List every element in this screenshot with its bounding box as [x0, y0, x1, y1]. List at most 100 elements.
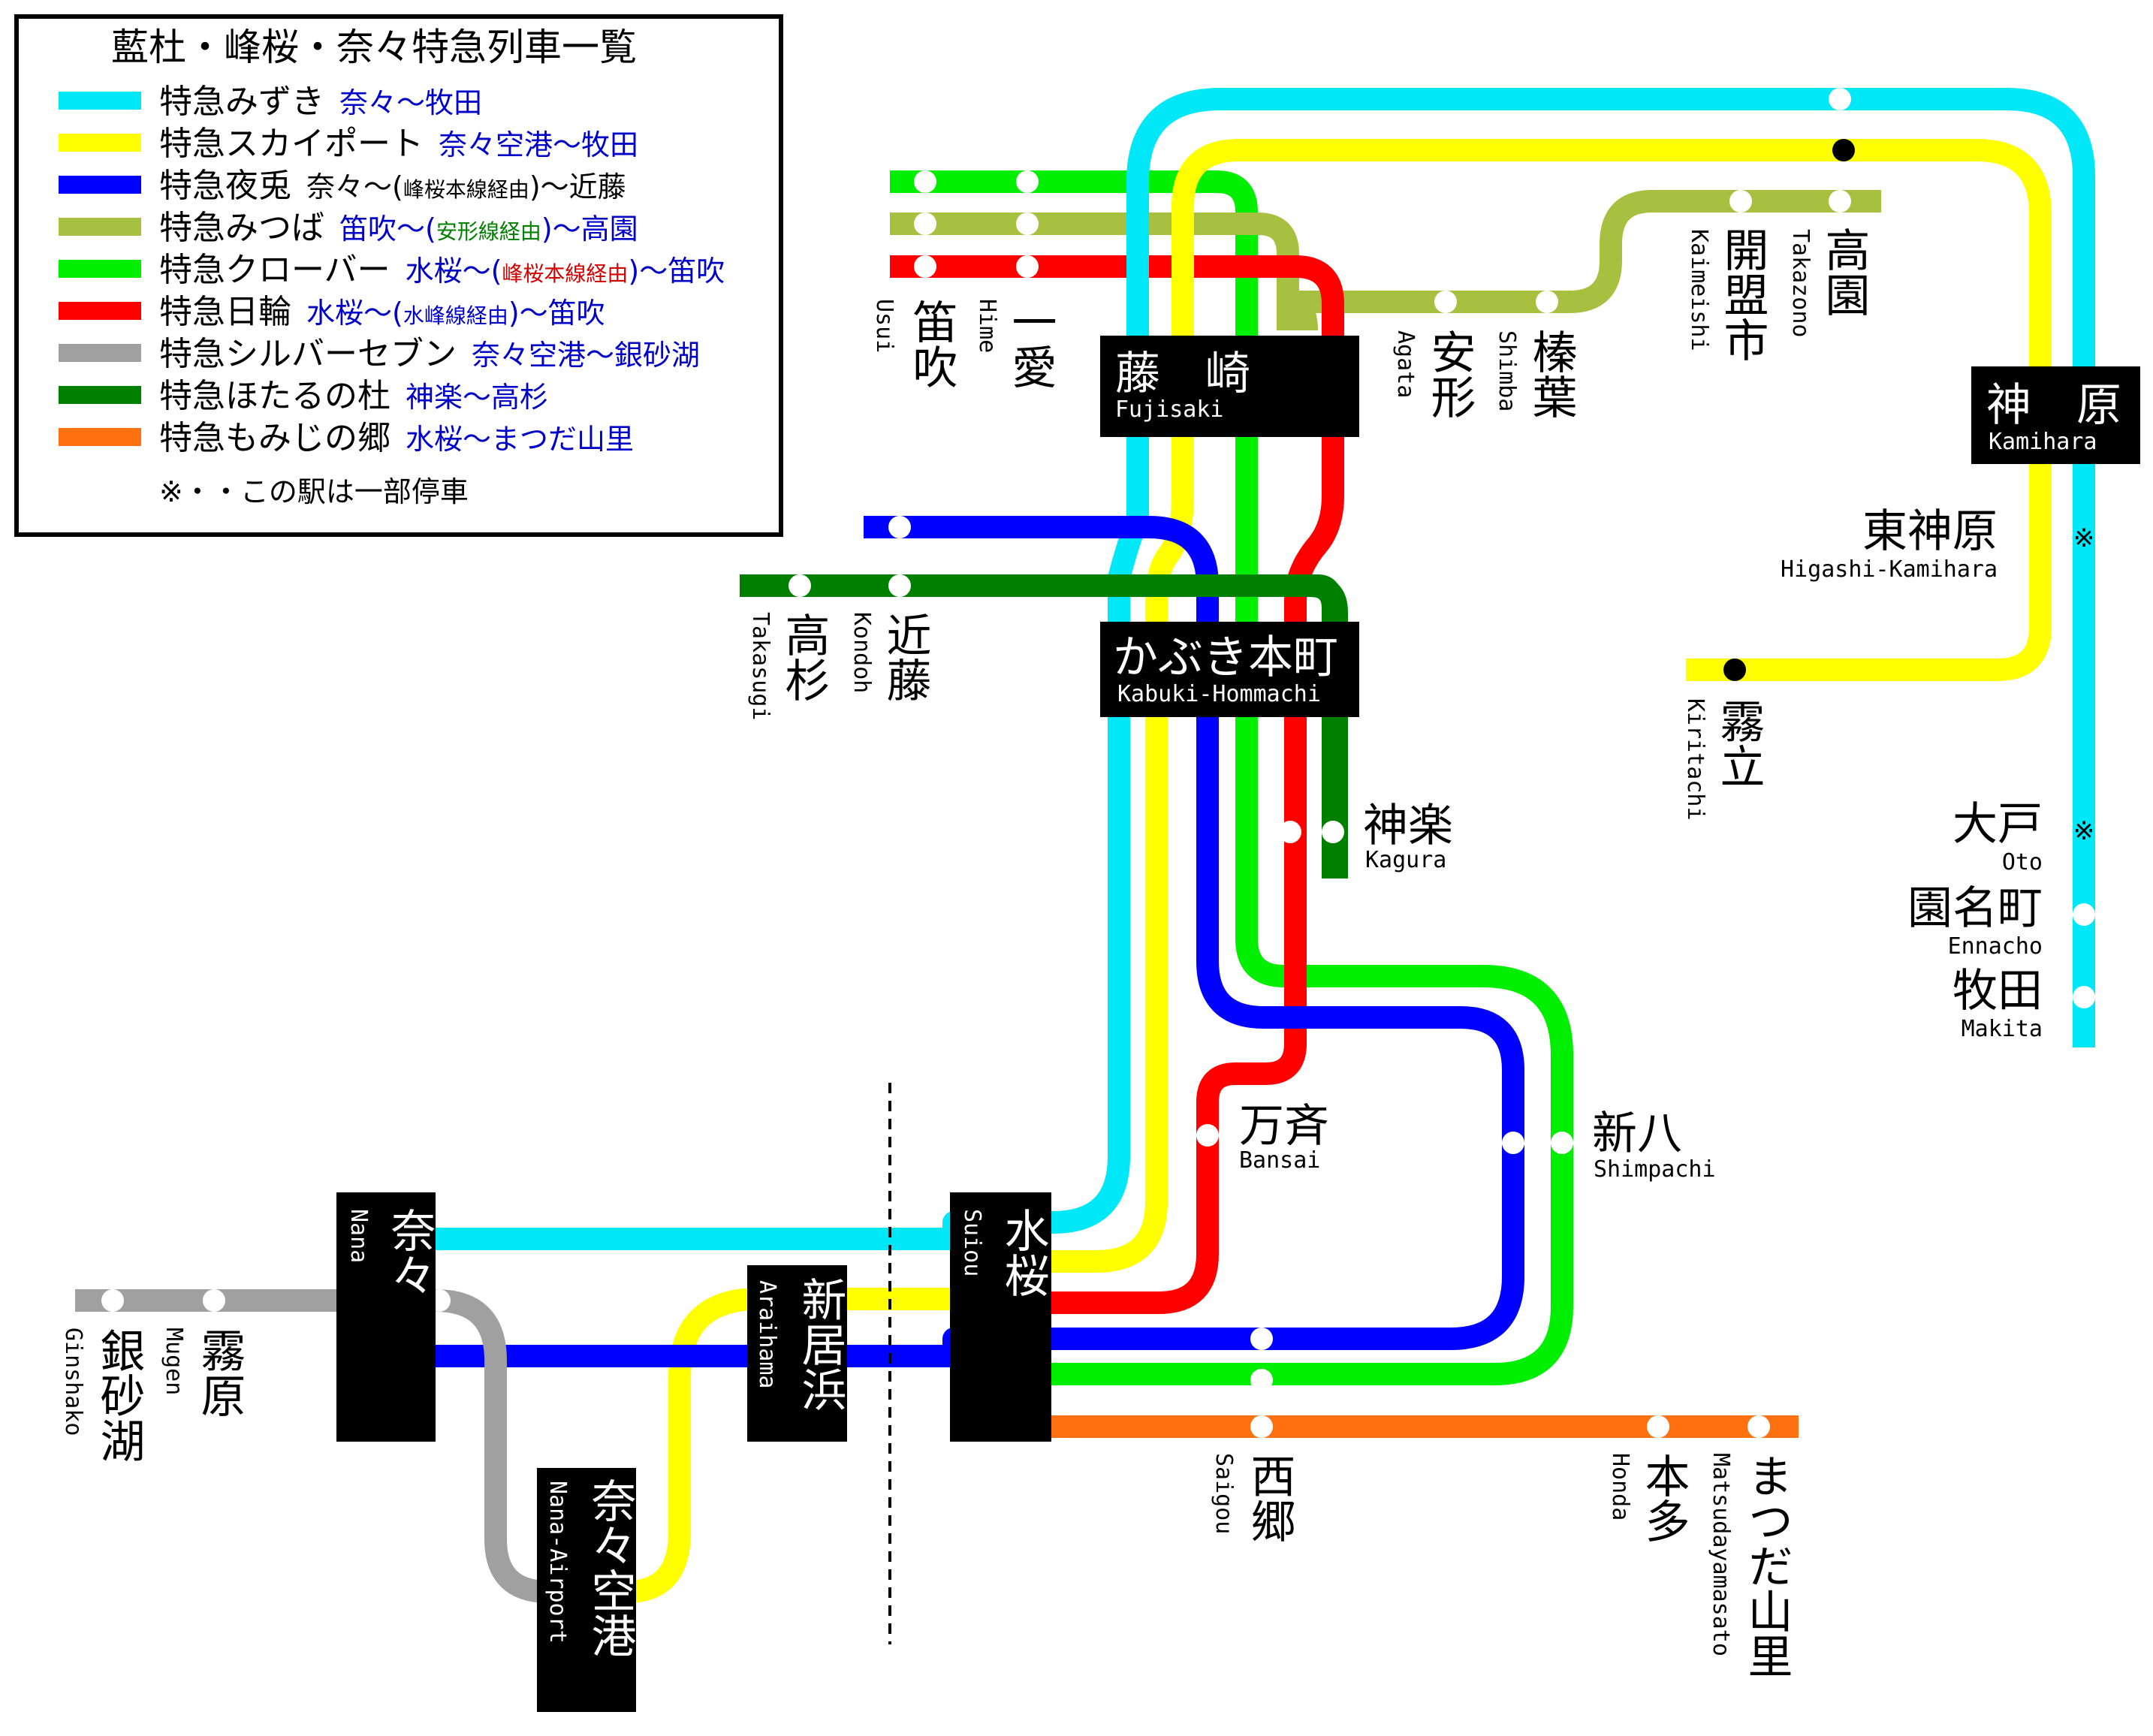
stop-ennacho[interactable]	[2073, 903, 2095, 926]
stop-usui-nichirin[interactable]	[914, 255, 936, 278]
legend-item-8: 特急もみじの郷水桜～まつだ山里	[159, 419, 634, 457]
hub-kamihara-jp: 神 原	[1986, 379, 2121, 432]
svg-text:牧田: 牧田	[1952, 965, 2043, 1017]
legend-swatch-silver	[59, 344, 141, 362]
hub-kamihara-en: Kamihara	[1989, 429, 2097, 455]
svg-text:開盟市: 開盟市	[1716, 227, 1769, 362]
legend-item-2: 特急夜兎奈々～(峰桜本線経由)～近藤	[159, 167, 626, 205]
line-silver-seven	[75, 1289, 559, 1603]
svg-text:Matsudayamasato: Matsudayamasato	[1708, 1453, 1734, 1656]
stop-takazono[interactable]	[1829, 190, 1851, 212]
svg-text:Ginshako: Ginshako	[60, 1328, 86, 1436]
label-saigou: 西郷 Saigou	[1211, 1453, 1295, 1543]
hub-kabuki-en: Kabuki-Hommachi	[1117, 681, 1321, 707]
svg-text:Shimpachi: Shimpachi	[1594, 1156, 1716, 1183]
stop-kagura-red[interactable]	[1279, 821, 1301, 843]
hub-fujisaki-en: Fujisaki	[1115, 396, 1224, 423]
legend-swatch-mitsuba	[59, 218, 141, 236]
label-takazono: 高園 Takazono	[1787, 227, 1870, 338]
svg-text:Honda: Honda	[1607, 1453, 1633, 1521]
stop-usui-clover[interactable]	[914, 170, 936, 193]
hub-nana-airport[interactable]: 奈々空港 Nana-Airport	[537, 1468, 636, 1712]
partial-stop-mark-higashi-kamihara: ※	[2073, 523, 2095, 553]
hub-nana[interactable]: 奈々 Nana	[336, 1192, 436, 1442]
svg-text:Takazono: Takazono	[1787, 229, 1814, 338]
svg-text:榛葉: 榛葉	[1524, 329, 1577, 419]
stop-kiritachi[interactable]	[1723, 659, 1746, 681]
svg-text:Bansai: Bansai	[1239, 1147, 1320, 1174]
svg-text:霧立: 霧立	[1712, 698, 1765, 788]
label-agata: 安形 Agata	[1392, 329, 1476, 419]
hub-kamihara[interactable]: 神 原 Kamihara	[1971, 366, 2140, 464]
stop-shimpachi-blue[interactable]	[1502, 1132, 1524, 1154]
hub-suiou[interactable]: 水桜 Suiou	[950, 1192, 1051, 1442]
legend-swatch-skyport	[59, 134, 141, 152]
svg-text:Hime: Hime	[974, 299, 1000, 353]
stop-saigou-orange[interactable]	[1250, 1415, 1273, 1438]
svg-text:安形: 安形	[1423, 329, 1476, 419]
stop-takazono-skyport[interactable]	[1832, 139, 1855, 161]
line-nichirin	[890, 255, 1344, 1314]
line-clover-north	[890, 170, 1573, 1385]
legend-swatch-mizuki	[59, 92, 141, 110]
stop-makita[interactable]	[2073, 986, 2095, 1008]
stop-kagura-green[interactable]	[1322, 821, 1344, 843]
label-oto: 大戸 Oto	[1952, 798, 2043, 876]
stop-hime-mitsuba[interactable]	[1016, 212, 1039, 235]
label-hime: 一愛 Hime	[974, 299, 1057, 389]
stop-bansai[interactable]	[1196, 1124, 1219, 1147]
label-matsudayamasato: まつだ山里 Matsudayamasato	[1708, 1453, 1793, 1678]
svg-text:Kondoh: Kondoh	[849, 612, 875, 693]
svg-text:Higashi-Kamihara: Higashi-Kamihara	[1781, 556, 1998, 583]
label-makita: 牧田 Makita	[1952, 965, 2043, 1042]
stop-shimba[interactable]	[1536, 291, 1558, 313]
svg-text:東神原: 東神原	[1862, 505, 1998, 558]
stop-kondoh-hotaru[interactable]	[888, 574, 911, 597]
hub-kabuki[interactable]: かぶき本町 Kabuki-Hommachi	[1100, 622, 1359, 717]
stop-agata[interactable]	[1434, 291, 1457, 313]
svg-text:Mugen: Mugen	[161, 1328, 187, 1395]
hub-araihama[interactable]: 新居浜 Araihama	[747, 1265, 847, 1442]
hub-nana-airport-en: Nana-Airport	[544, 1481, 571, 1644]
legend-item-7: 特急ほたるの杜神楽～高杉	[159, 377, 548, 415]
stop-hime-clover[interactable]	[1016, 170, 1039, 193]
legend-item-5: 特急日輪水桜～(水峰線経由)～笛吹	[159, 293, 605, 331]
legend-item-3: 特急みつば笛吹～(安形線経由)～高園	[159, 209, 638, 247]
legend-item-1: 特急スカイポート奈々空港～牧田	[159, 125, 638, 163]
svg-text:Agata: Agata	[1392, 330, 1419, 398]
stop-usui-mitsuba[interactable]	[914, 212, 936, 235]
svg-text:西郷: 西郷	[1243, 1453, 1295, 1543]
stop-mugen[interactable]	[203, 1289, 225, 1312]
line-mizuki	[434, 88, 2095, 1250]
line-hotaru-kagura	[1284, 574, 1348, 879]
stop-shimpachi-green[interactable]	[1551, 1132, 1573, 1154]
svg-text:新八: 新八	[1592, 1108, 1682, 1160]
stop-takasugi[interactable]	[789, 574, 811, 597]
hub-nana-airport-jp: 奈々空港	[583, 1478, 636, 1658]
svg-text:Ennacho: Ennacho	[1948, 933, 2043, 960]
stop-kondoh-yato[interactable]	[888, 516, 911, 538]
line-mitsuba	[890, 190, 1881, 330]
hub-araihama-en: Araihama	[754, 1280, 780, 1389]
line-mitsuba-branch	[1286, 291, 1318, 331]
label-mugen: 霧原 Mugen	[161, 1328, 246, 1418]
stop-hime-nichirin[interactable]	[1016, 255, 1039, 278]
svg-text:Makita: Makita	[1962, 1016, 2043, 1042]
hub-fujisaki[interactable]: 藤 崎 Fujisaki	[1100, 336, 1359, 437]
legend-swatch-yato	[59, 176, 141, 194]
stop-matsudayamasato[interactable]	[1747, 1415, 1770, 1438]
stop-takazono-mizuki[interactable]	[1829, 88, 1851, 110]
stop-saigou-blue[interactable]	[1250, 1328, 1273, 1350]
stop-honda[interactable]	[1647, 1415, 1669, 1438]
stop-ginshako[interactable]	[101, 1289, 124, 1312]
svg-text:一愛: 一愛	[1004, 299, 1057, 389]
legend-swatch-momiji	[59, 428, 141, 446]
svg-text:笛吹: 笛吹	[905, 299, 957, 389]
svg-text:Oto: Oto	[2002, 849, 2043, 876]
hub-araihama-jp: 新居浜	[794, 1276, 846, 1412]
stop-saigou-green[interactable]	[1250, 1369, 1273, 1391]
label-kondoh: 近藤 Kondoh	[849, 612, 931, 702]
svg-text:Usui: Usui	[871, 299, 897, 353]
stop-kaimeishi[interactable]	[1729, 190, 1752, 212]
hub-fujisaki-jp: 藤 崎	[1115, 348, 1250, 400]
